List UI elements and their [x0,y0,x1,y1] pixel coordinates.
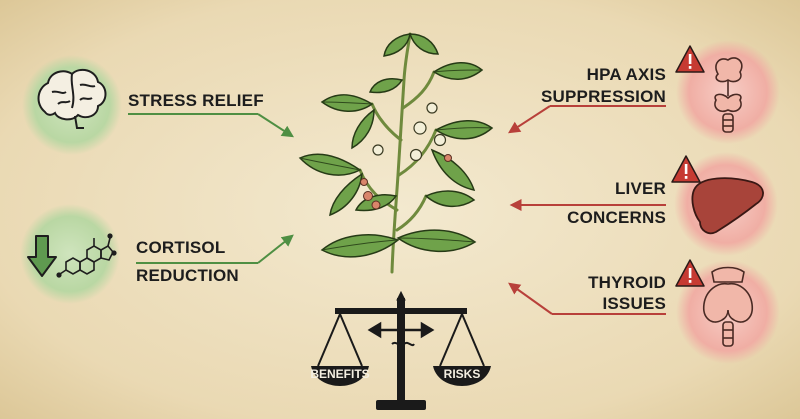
liver-icon [691,177,764,235]
hpa-axis-icon [714,57,743,133]
benefit-cortisol-reduction: CORTISOL REDUCTION [20,204,294,304]
thyroid-arrow [508,282,553,315]
hpa-arrow [507,105,551,134]
plant-flowers [372,102,447,162]
scale-risks-label: RISKS [444,367,481,381]
scale-pan-right [433,366,491,386]
scale-benefits-label: BENEFITS [310,367,369,381]
risk-thyroid-issues: THYROID ISSUES [508,259,780,364]
stress-relief-arrow [257,113,295,138]
stress-relief-label: STRESS RELIEF [128,91,264,110]
scale-pan-left [311,366,369,386]
atom-dot [56,272,62,278]
ashwagandha-plant-illustration [298,32,494,274]
scale-base [376,400,426,410]
benefit-stress-relief: STRESS RELIEF [22,55,295,155]
hpa-label-line2: SUPPRESSION [541,87,666,106]
atom-dot [111,250,117,256]
down-arrow-icon [27,235,57,277]
scale-beam [335,308,467,314]
steroid-molecule-icon [59,237,114,275]
thyroid-label-line1: THYROID [588,273,666,292]
warning-icon [675,259,705,287]
risk-liver-concerns: LIVER CONCERNS [509,152,778,256]
double-arrow-icon [367,321,435,347]
plant-leaves [298,33,494,258]
warning-icon [675,45,705,73]
benefit-circle [20,204,120,304]
scale-pillar [397,298,405,402]
brain-icon [37,68,107,129]
cortisol-arrow [257,234,294,264]
liver-label-line2: CONCERNS [567,208,666,227]
plant-stems [358,32,438,274]
cortisol-label-line1: CORTISOL [136,238,225,257]
hpa-label-line1: HPA AXIS [587,65,666,84]
atom-dot [107,233,113,239]
thyroid-icon [702,266,754,347]
cortisol-down-icon [27,233,117,278]
thyroid-label-line2: ISSUES [602,294,666,313]
risk-hpa-axis: HPA AXIS SUPPRESSION [507,40,780,144]
balance-scale-icon: BENEFITS RISKS [310,290,491,410]
warning-icon [671,155,701,183]
plant-berries [360,154,452,210]
liver-label-line1: LIVER [615,179,666,198]
cortisol-label-line2: REDUCTION [136,266,239,285]
leaf-veins [299,69,493,251]
